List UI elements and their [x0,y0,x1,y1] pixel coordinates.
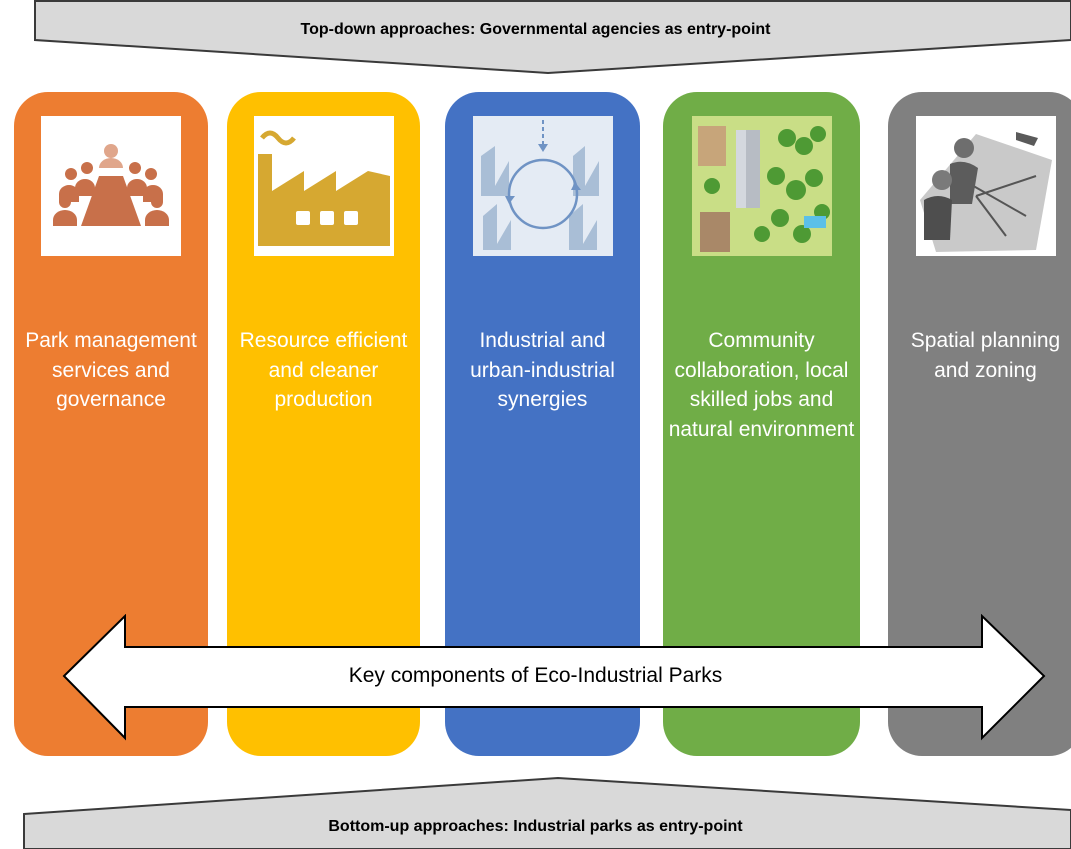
top-banner-shape [34,0,1071,75]
bottom-banner-text: Bottom-up approaches: Industrial parks a… [328,818,743,835]
top-banner-text: Top-down approaches: Governmental agenci… [300,21,771,38]
planning-desk-icon [915,116,1056,256]
pillar-label: Industrial and urban-industrial synergie… [470,329,615,411]
pillar-label: Park management services and governance [25,329,197,411]
pillar-resource-efficiency: Resource efficient and cleaner productio… [227,92,420,756]
pillar-industrial-synergies: Industrial and urban-industrial synergie… [445,92,640,756]
pillar-community: Community collaboration, local skilled j… [663,92,860,756]
pillar-label: Spatial planning and zoning [910,329,1061,382]
pillar-spatial-planning: Spatial planning and zoning [888,92,1071,756]
pillar-label: Resource efficient and cleaner productio… [239,329,408,411]
factory-icon [253,116,394,256]
center-arrow-text: Key components of Eco-Industrial Parks [348,664,723,687]
pillar-label: Community collaboration, local skilled j… [668,329,855,441]
bottom-banner-shape [23,776,1071,849]
circular-flow-icon [472,116,613,256]
meeting-table-icon [41,116,181,256]
double-arrow-shape [62,614,1046,741]
city-park-icon [691,116,832,256]
